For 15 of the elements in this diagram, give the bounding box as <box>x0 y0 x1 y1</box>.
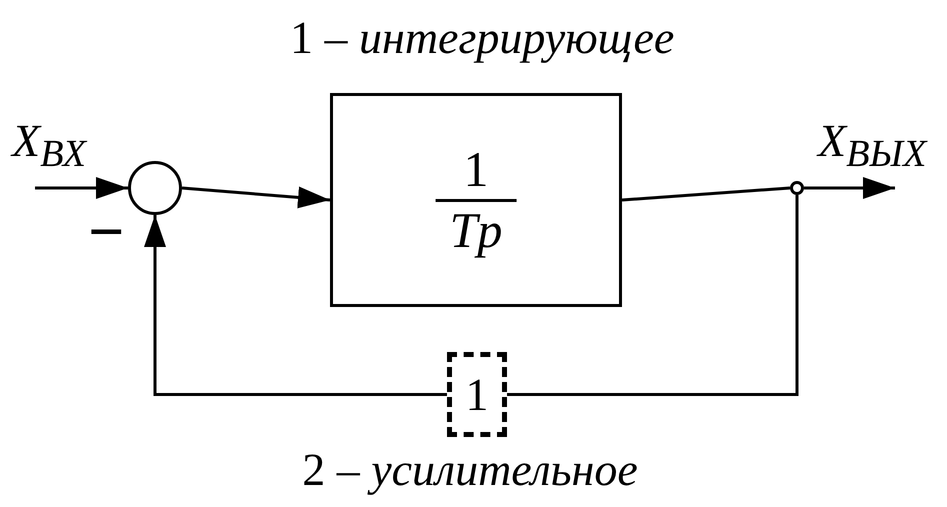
block-caption: 2 – усилительное <box>301 443 639 497</box>
signal-arrow <box>35 177 128 199</box>
signal-arrow <box>144 215 447 396</box>
minus-sign: − <box>88 200 124 264</box>
signal-arrow <box>804 177 895 199</box>
summing-junction <box>128 161 182 215</box>
dashed-block <box>447 352 507 437</box>
input-signal-label: X$_{ВХ}$ <box>12 118 86 174</box>
transfer-function: 1 Tp <box>436 141 516 259</box>
output-signal-label: X$_{ВЫХ}$ <box>818 118 926 174</box>
transfer-function-block <box>330 93 622 307</box>
summing-junction <box>790 181 804 195</box>
signal-line <box>622 186 790 202</box>
signal-line <box>507 195 798 396</box>
signal-arrow <box>182 186 330 208</box>
